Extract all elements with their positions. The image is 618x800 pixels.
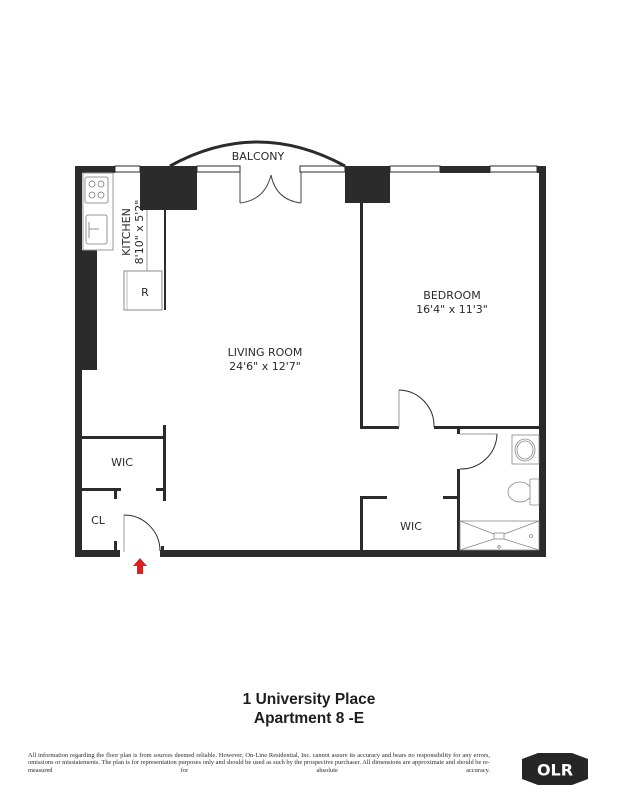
sink-icon — [85, 214, 108, 245]
floor-plan: BALCONY KITCHEN 8'10" x 5'2" R LIVING R — [75, 140, 546, 574]
bedroom-dimensions: 16'4" x 11'3" — [416, 303, 488, 316]
toilet-icon — [507, 478, 540, 506]
closet-label: CL — [91, 514, 106, 527]
entry-arrow-icon — [133, 558, 147, 574]
logo-text: OLR — [537, 761, 573, 780]
kitchen: KITCHEN 8'10" x 5'2" R — [82, 172, 166, 311]
entry-door[interactable] — [123, 514, 161, 552]
balcony-arc — [169, 140, 346, 168]
windows — [114, 165, 538, 173]
bedroom-door[interactable] — [398, 389, 435, 428]
stove-icon — [84, 176, 109, 204]
logo-badge — [522, 753, 588, 785]
bathroom — [457, 429, 540, 552]
wic-right-label: WIC — [400, 520, 422, 533]
address-title: 1 University Place — [242, 691, 376, 708]
olr-logo: OLR — [522, 753, 588, 785]
bedroom-label: BEDROOM — [423, 289, 480, 302]
shower-icon — [459, 520, 540, 551]
balcony-label: BALCONY — [232, 150, 285, 163]
wic-right-walls — [360, 496, 460, 552]
wic-left-label: WIC — [111, 456, 133, 469]
balcony-doors[interactable] — [239, 172, 302, 204]
refrigerator-label: R — [141, 286, 149, 299]
living-room-dimensions: 24'6" x 12'7" — [229, 360, 301, 373]
kitchen-label: KITCHEN — [120, 208, 133, 256]
kitchen-dimensions: 8'10" x 5'2" — [133, 200, 146, 265]
refrigerator: R — [123, 270, 163, 311]
disclaimer-text: All information regarding the floor plan… — [28, 752, 490, 774]
exterior-walls — [75, 166, 546, 557]
living-room-label: LIVING ROOM — [228, 346, 303, 359]
bathroom-door[interactable] — [459, 433, 498, 470]
sink-icon — [511, 434, 540, 465]
apartment-title: Apartment 8 -E — [253, 710, 365, 727]
bedroom-walls — [360, 203, 539, 429]
wic-left-walls — [82, 425, 166, 552]
